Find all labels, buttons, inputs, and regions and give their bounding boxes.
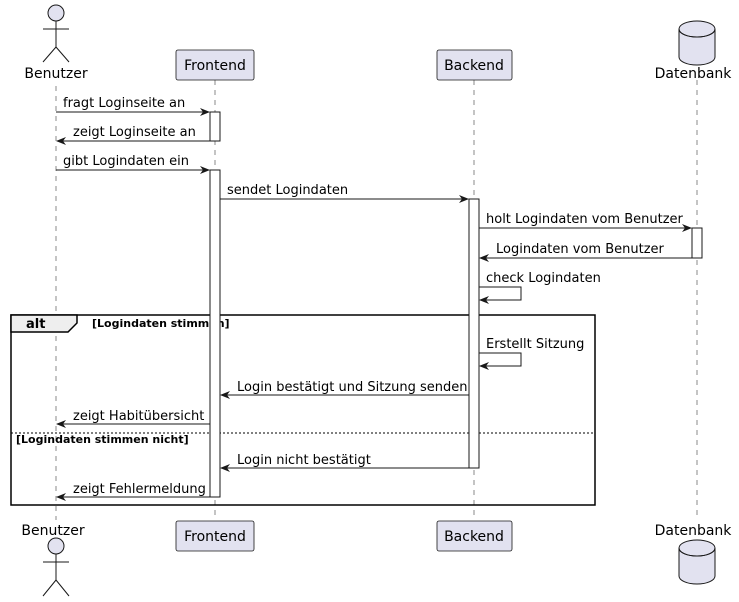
participant-benutzer-label: Benutzer bbox=[24, 66, 87, 82]
participant-benutzer-label-bottom: Benutzer bbox=[21, 523, 84, 539]
message-4: sendet Logindaten bbox=[220, 183, 469, 203]
message-9: Login bestätigt und Sitzung senden bbox=[220, 380, 469, 399]
message-10: zeigt Habitübersicht bbox=[56, 409, 210, 428]
message-5: holt Logindaten vom Benutzer bbox=[479, 212, 692, 232]
alt-guard-2: [Logindaten stimmen nicht] bbox=[16, 433, 189, 446]
message-8-label: Erstellt Sitzung bbox=[486, 337, 584, 352]
alt-guard-1: [Logindaten stimmen] bbox=[92, 317, 230, 330]
participant-datenbank-label: Datenbank bbox=[655, 66, 733, 82]
alt-fragment: alt [Logindaten stimmen] [Logindaten sti… bbox=[10, 314, 596, 506]
participant-frontend-label-bottom: Frontend bbox=[184, 529, 246, 545]
participant-frontend-top: Frontend bbox=[175, 49, 255, 81]
message-9-label: Login bestätigt und Sitzung senden bbox=[237, 380, 468, 395]
message-12: zeigt Fehlermeldung bbox=[56, 482, 210, 501]
message-4-label: sendet Logindaten bbox=[227, 183, 348, 198]
actor-icon bbox=[42, 537, 70, 597]
message-6-label: Logindaten vom Benutzer bbox=[496, 242, 665, 257]
message-12-label: zeigt Fehlermeldung bbox=[73, 482, 206, 497]
message-2: zeigt Loginseite an bbox=[56, 125, 210, 145]
participant-benutzer-bottom: Benutzer bbox=[21, 523, 85, 597]
participant-backend-bottom: Backend bbox=[436, 520, 513, 552]
message-5-label: holt Logindaten vom Benutzer bbox=[486, 212, 684, 227]
message-7-label: check Logindaten bbox=[486, 271, 601, 286]
participant-backend-top: Backend bbox=[436, 49, 513, 81]
activation-frontend-1 bbox=[209, 111, 221, 142]
database-icon bbox=[678, 539, 716, 585]
message-7-self: check Logindaten bbox=[479, 271, 601, 304]
message-6: Logindaten vom Benutzer bbox=[479, 242, 692, 262]
message-1: fragt Loginseite an bbox=[56, 96, 210, 116]
message-1-label: fragt Loginseite an bbox=[63, 96, 185, 111]
message-11: Login nicht bestätigt bbox=[220, 453, 469, 472]
message-3-label: gibt Logindaten ein bbox=[63, 154, 189, 169]
participant-backend-label-bottom: Backend bbox=[444, 529, 504, 545]
participant-datenbank-top: Datenbank bbox=[655, 20, 733, 82]
participant-benutzer-top: Benutzer bbox=[24, 4, 88, 82]
activation-datenbank bbox=[691, 227, 703, 259]
participant-backend-label: Backend bbox=[444, 58, 504, 74]
participant-frontend-label: Frontend bbox=[184, 58, 246, 74]
activation-frontend-2 bbox=[209, 169, 221, 498]
message-2-label: zeigt Loginseite an bbox=[73, 125, 196, 140]
participant-datenbank-label-bottom: Datenbank bbox=[655, 523, 733, 539]
database-icon bbox=[678, 20, 716, 66]
participant-datenbank-bottom: Datenbank bbox=[655, 523, 733, 585]
participant-frontend-bottom: Frontend bbox=[175, 520, 255, 552]
message-10-label: zeigt Habitübersicht bbox=[73, 409, 204, 424]
message-8-self: Erstellt Sitzung bbox=[479, 337, 584, 370]
alt-operator: alt bbox=[26, 317, 45, 332]
actor-icon bbox=[42, 4, 70, 63]
message-11-label: Login nicht bestätigt bbox=[237, 453, 371, 468]
message-3: gibt Logindaten ein bbox=[56, 154, 210, 174]
activation-backend bbox=[468, 198, 480, 469]
